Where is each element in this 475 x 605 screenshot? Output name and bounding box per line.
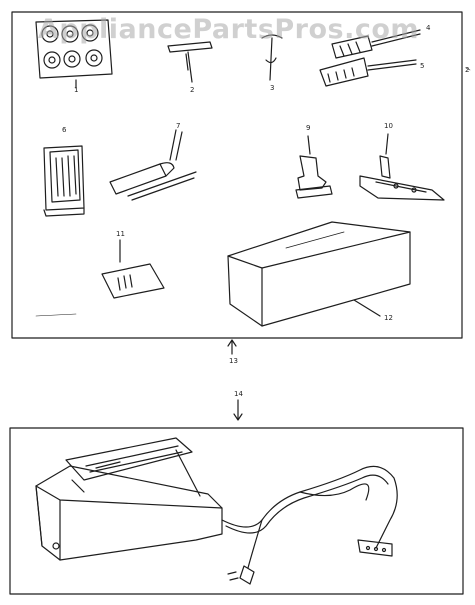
leader-14 <box>233 399 243 421</box>
callout-6: 6 <box>62 126 67 134</box>
callout-11: 11 <box>116 230 125 238</box>
accessory-box <box>227 221 411 327</box>
watermark-text: AppliancePartsPros.com <box>38 14 420 45</box>
callout-2: 2 <box>190 86 195 94</box>
accessories-box-outline <box>11 11 463 339</box>
spool-pin <box>167 41 213 83</box>
callout-3: 3 <box>270 84 275 92</box>
callout-7: 7 <box>176 122 181 130</box>
callout-12: 12 <box>384 314 393 322</box>
presser-foot <box>295 135 333 199</box>
callout-4: 4 <box>426 24 431 32</box>
power-cord <box>221 465 398 585</box>
foot-control-box-outline <box>9 427 464 595</box>
scan-mark <box>35 313 77 317</box>
spool-holder <box>261 34 283 81</box>
callout-10: 10 <box>384 122 393 130</box>
foot-controller <box>35 437 223 561</box>
callout-1: 1 <box>74 86 79 94</box>
leader-13 <box>227 339 237 355</box>
needle-pack <box>43 145 85 217</box>
scan-mark-right <box>465 67 471 71</box>
attachment-plate <box>359 133 445 201</box>
callout-13: 13 <box>229 357 238 365</box>
screwdrivers <box>319 29 421 87</box>
throat-plate <box>101 239 165 299</box>
bobbin-card <box>35 19 113 89</box>
callout-5: 5 <box>420 62 425 70</box>
callout-9: 9 <box>306 124 311 132</box>
callout-2-margin: 2 <box>465 66 470 74</box>
callout-14: 14 <box>234 390 243 398</box>
seam-ripper <box>109 129 197 201</box>
